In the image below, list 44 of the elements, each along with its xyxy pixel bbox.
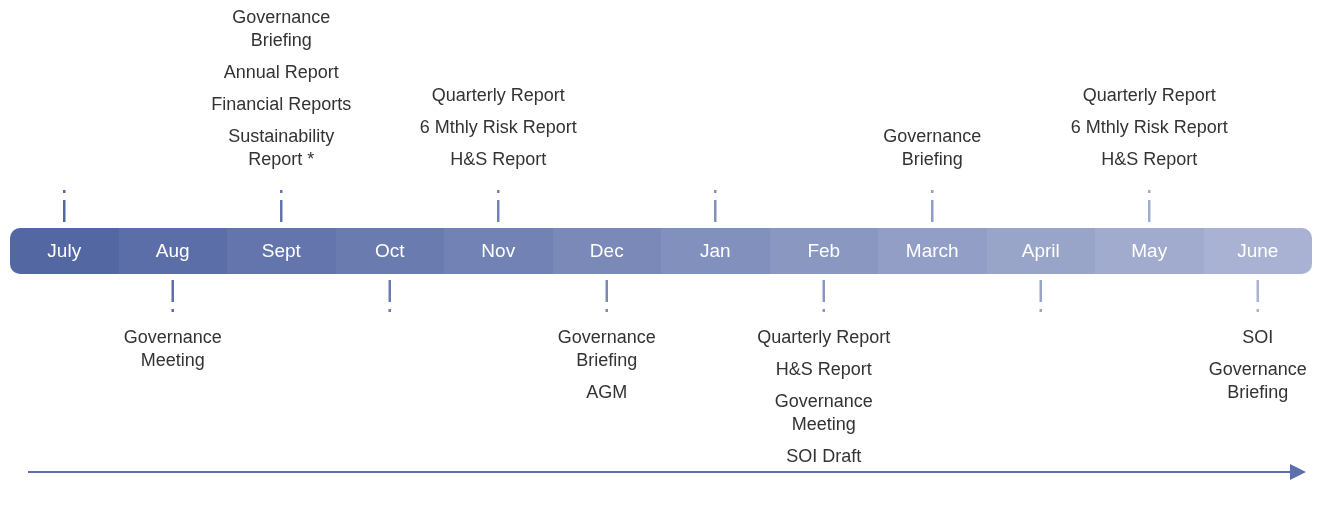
- event-label: 6 Mthly Risk Report: [418, 116, 578, 139]
- month-label: Oct: [374, 240, 405, 262]
- month-label: Aug: [155, 240, 190, 262]
- event-label: Governance Meeting: [122, 326, 223, 372]
- event-label: SOI: [1241, 326, 1275, 349]
- month-segment: [444, 228, 553, 274]
- month-segment: [878, 228, 987, 274]
- event-label: SOI Draft: [785, 445, 863, 468]
- month-label: June: [1237, 240, 1279, 262]
- event-label: Quarterly Report: [430, 84, 566, 107]
- month-label: July: [47, 240, 82, 262]
- month-label: Jan: [699, 240, 731, 262]
- event-label: Financial Reports: [210, 93, 353, 116]
- event-label: H&S Report: [449, 148, 548, 171]
- event-label: Sustainability Report *: [227, 125, 336, 171]
- month-segment: [552, 228, 661, 274]
- month-segment: [661, 228, 770, 274]
- month-label: Sept: [261, 240, 301, 262]
- event-label: Governance Briefing: [231, 6, 332, 52]
- month-label: Dec: [589, 240, 624, 262]
- event-label: Governance Meeting: [773, 390, 874, 436]
- month-segment: [227, 228, 336, 274]
- month-segment: [986, 228, 1095, 274]
- month-label: May: [1131, 240, 1168, 262]
- month-segment: [118, 228, 227, 274]
- month-label: Nov: [481, 240, 516, 262]
- month-segment: [769, 228, 878, 274]
- event-label: Governance Briefing: [556, 326, 657, 372]
- event-label: Annual Report: [222, 61, 340, 84]
- event-label: H&S Report: [1100, 148, 1199, 171]
- month-segment: [10, 228, 119, 274]
- event-label: AGM: [585, 381, 629, 404]
- month-label: March: [905, 240, 959, 262]
- event-label: 6 Mthly Risk Report: [1069, 116, 1229, 139]
- month-segment: [1095, 228, 1204, 274]
- event-label: Governance Briefing: [1207, 358, 1308, 404]
- event-label: Governance Briefing: [882, 125, 983, 171]
- month-segment: [1203, 228, 1312, 274]
- event-label: H&S Report: [774, 358, 873, 381]
- month-segment: [335, 228, 444, 274]
- month-label: Feb: [807, 240, 841, 262]
- month-label: April: [1021, 240, 1060, 262]
- event-label: Quarterly Report: [756, 326, 892, 349]
- event-label: Quarterly Report: [1081, 84, 1217, 107]
